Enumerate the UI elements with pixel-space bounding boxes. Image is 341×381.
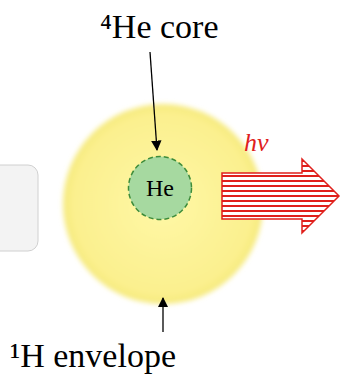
node-text: He bbox=[127, 155, 193, 221]
core-circle: He bbox=[127, 155, 193, 221]
leader-arrow bbox=[150, 52, 157, 150]
core-circle-shape bbox=[129, 157, 192, 220]
photon-label: hν bbox=[244, 130, 269, 156]
leader-arrow bbox=[162, 298, 163, 332]
callout-label: ¹H envelope bbox=[10, 339, 176, 373]
panel-fragment bbox=[0, 165, 38, 251]
callout-label: ⁴He core bbox=[100, 10, 219, 44]
photon-arrow bbox=[222, 159, 339, 233]
